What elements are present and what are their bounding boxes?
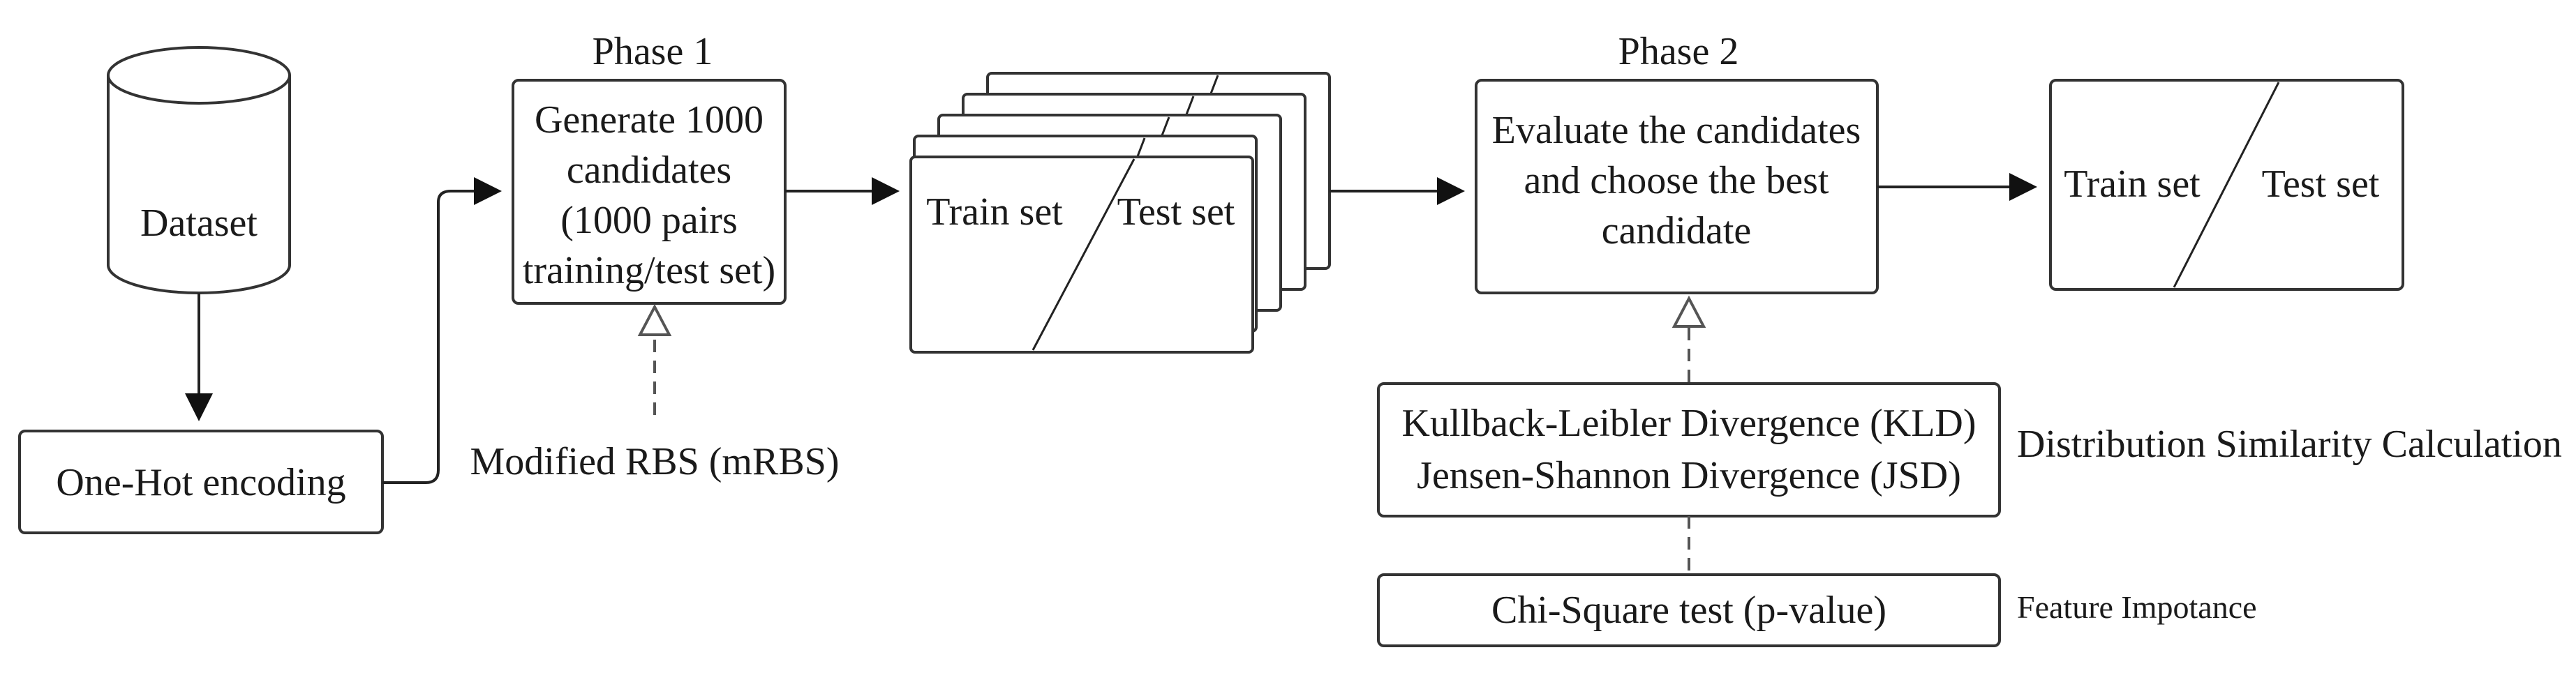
divergence-line-1: Kullback-Leibler Divergence (KLD) <box>1401 402 1976 445</box>
evaluate-line-1: Evaluate the candidates <box>1492 109 1861 152</box>
final-split-box: Train set Test set <box>2049 79 2404 291</box>
evaluate-line-2: and choose the best <box>1524 159 1829 202</box>
evaluate-box: Evaluate the candidates and choose the b… <box>1475 79 1879 294</box>
divergence-box: Kullback-Leibler Divergence (KLD) Jensen… <box>1377 382 2001 517</box>
modified-rbs-label: Modified RBS (mRBS) <box>470 440 840 483</box>
divergence-line-2: Jensen-Shannon Divergence (JSD) <box>1417 454 1961 497</box>
phase-1-label: Phase 1 <box>593 30 713 73</box>
onehot-box: One-Hot encoding <box>18 430 384 534</box>
generate-box: Generate 1000 candidates (1000 pairs tra… <box>512 79 787 305</box>
generate-line-2: candidates <box>567 149 731 192</box>
dataset-cylinder: Dataset <box>107 46 291 294</box>
candidate-split-divider <box>1032 158 1136 351</box>
candidate-test-label: Test set <box>1117 190 1235 234</box>
chi-square-label: Chi-Square test (p-value) <box>1491 589 1886 632</box>
onehot-label: One-Hot encoding <box>56 461 345 504</box>
dataset-label: Dataset <box>140 202 258 245</box>
feature-importance-label: Feature Impotance <box>2017 589 2257 625</box>
chi-square-box: Chi-Square test (p-value) <box>1377 573 2001 647</box>
final-split-divider <box>2173 82 2280 288</box>
onehot-to-generate-arrow <box>382 177 502 484</box>
phase-2-label: Phase 2 <box>1618 30 1739 73</box>
generate-line-1: Generate 1000 <box>535 98 764 142</box>
final-train-label: Train set <box>2064 163 2201 206</box>
mrbs-hollow-arrowhead <box>637 303 672 336</box>
evaluate-line-3: candidate <box>1602 209 1752 252</box>
candidate-stack: Train set Test set <box>909 72 1331 354</box>
generate-line-4: training/test set) <box>523 249 775 292</box>
final-test-label: Test set <box>2262 163 2380 206</box>
candidate-front-card <box>909 156 1254 354</box>
candidate-train-label: Train set <box>926 190 1063 234</box>
divergence-hollow-arrowhead <box>1672 295 1706 328</box>
distribution-similarity-label: Distribution Similarity Calculation <box>2017 423 2562 466</box>
generate-line-3: (1000 pairs <box>560 199 738 242</box>
